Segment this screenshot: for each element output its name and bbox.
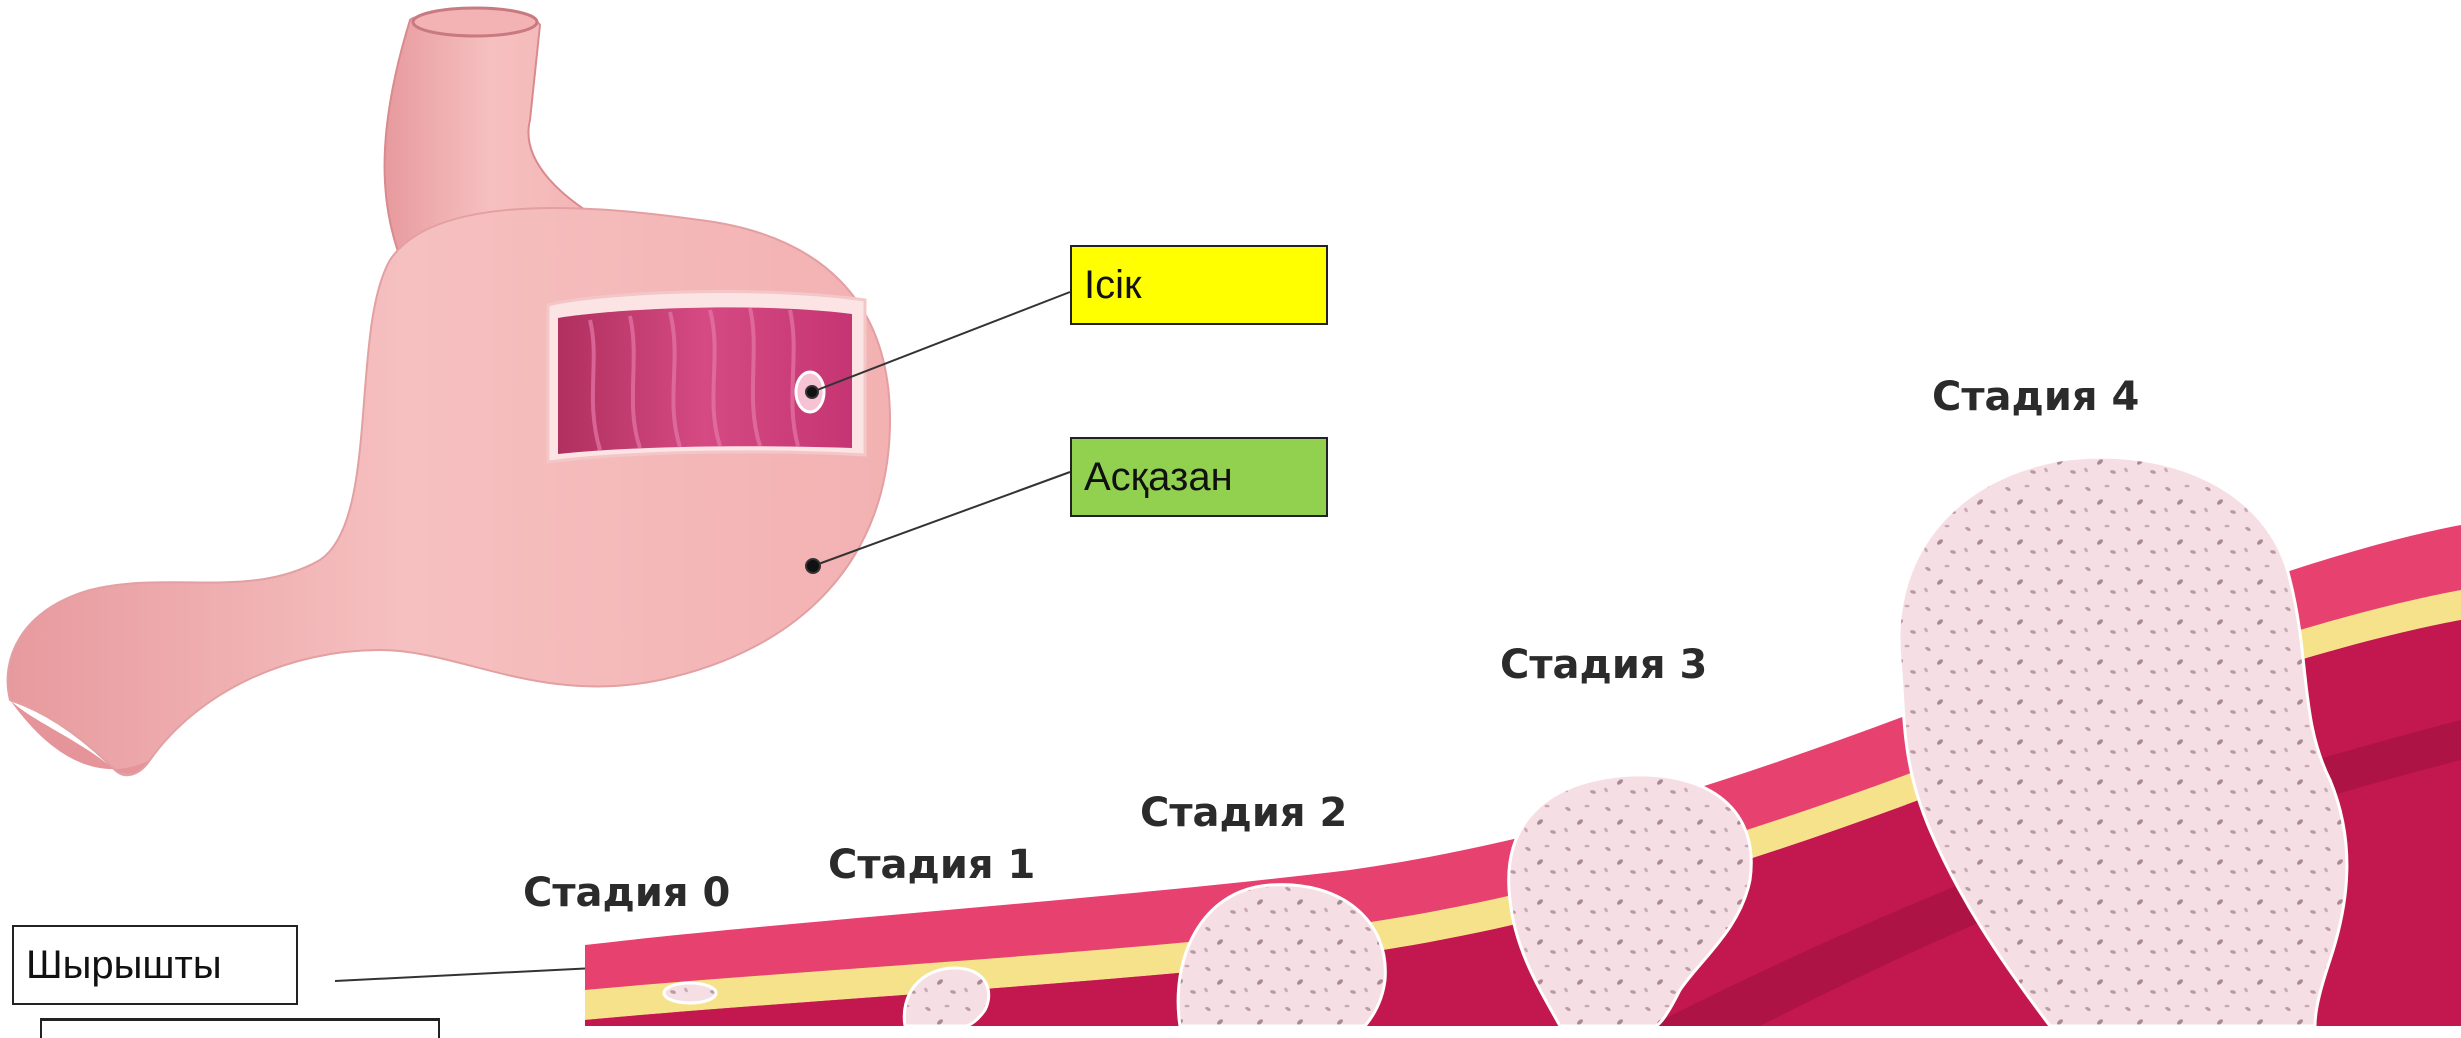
- mucosa-label-box: Шырышты: [12, 925, 298, 1005]
- stomach-illustration: [8, 8, 890, 775]
- mucosa-label: Шырышты: [26, 943, 222, 988]
- stomach-leader-dot: [806, 559, 820, 573]
- tumor-leader-dot: [806, 386, 818, 398]
- tumor-label: Ісік: [1084, 263, 1142, 308]
- tumor-stage-0: [664, 983, 716, 1003]
- stage-label-4: Стадия 4: [1932, 374, 2139, 420]
- stomach-label-box: Асқазан: [1070, 437, 1328, 517]
- stomach-label: Асқазан: [1084, 455, 1233, 500]
- partial-label-box-bottom: [40, 1018, 440, 1038]
- stage-label-2: Стадия 2: [1140, 790, 1347, 836]
- stage-label-3: Стадия 3: [1500, 642, 1707, 688]
- tumor-label-box: Ісік: [1070, 245, 1328, 325]
- esophagus-opening: [413, 8, 537, 36]
- stage-label-0: Стадия 0: [523, 870, 730, 916]
- stage-label-1: Стадия 1: [828, 842, 1035, 888]
